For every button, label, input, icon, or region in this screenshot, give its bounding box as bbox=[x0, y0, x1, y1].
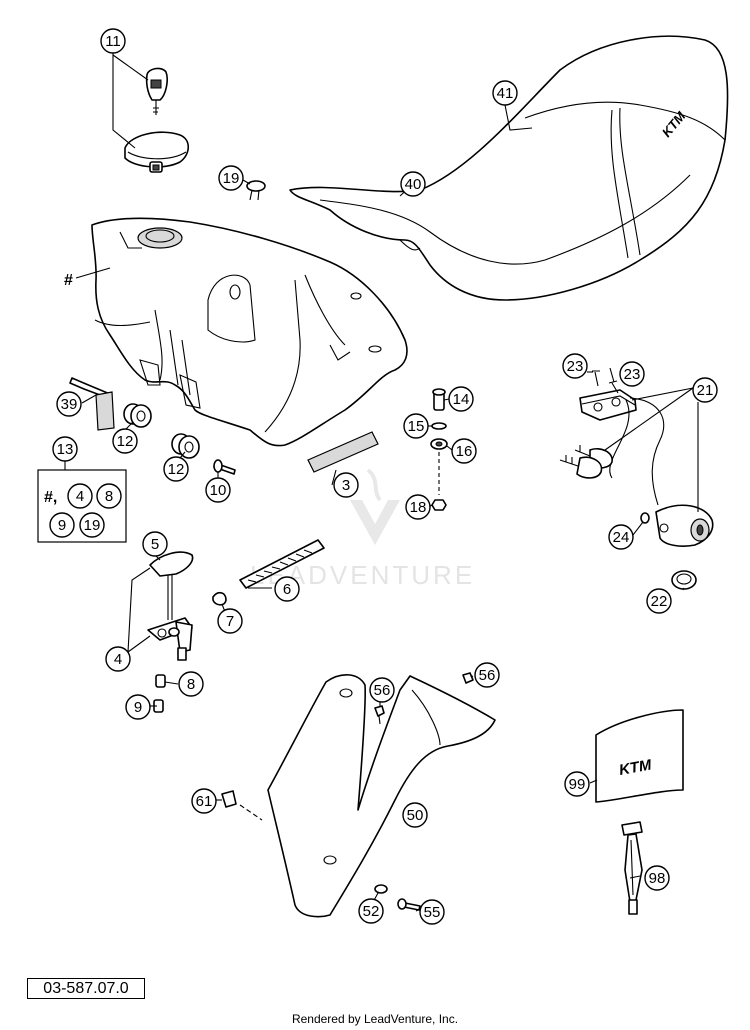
callout-6: 6 bbox=[274, 576, 300, 602]
callout-8: 8 bbox=[178, 671, 204, 697]
svg-text:52: 52 bbox=[363, 903, 380, 920]
callout-4: 4 bbox=[105, 646, 131, 672]
svg-text:18: 18 bbox=[410, 499, 427, 516]
svg-text:12: 12 bbox=[117, 433, 134, 450]
callout-99: 99 bbox=[564, 771, 590, 797]
svg-text:56: 56 bbox=[374, 682, 391, 699]
callout-14: 14 bbox=[448, 386, 474, 412]
watermark: LEADVENTURE bbox=[250, 468, 472, 590]
svg-text:4: 4 bbox=[76, 488, 84, 505]
svg-text:15: 15 bbox=[408, 418, 425, 435]
svg-text:16: 16 bbox=[456, 443, 473, 460]
svg-text:5: 5 bbox=[151, 536, 159, 553]
svg-text:9: 9 bbox=[58, 517, 66, 534]
svg-text:19: 19 bbox=[223, 170, 240, 187]
svg-text:4: 4 bbox=[114, 651, 122, 668]
callout-23-left: 23 bbox=[562, 353, 588, 379]
svg-text:61: 61 bbox=[196, 793, 213, 810]
svg-text:14: 14 bbox=[453, 391, 470, 408]
svg-text:21: 21 bbox=[697, 382, 714, 399]
svg-text:40: 40 bbox=[405, 176, 422, 193]
callout-19-top: 19 bbox=[218, 165, 244, 191]
svg-text:23: 23 bbox=[567, 358, 584, 375]
callout-11: 11 bbox=[100, 28, 126, 54]
svg-text:#,: #, bbox=[44, 489, 57, 506]
svg-text:3: 3 bbox=[342, 477, 350, 494]
render-credit: Rendered by LeadVenture, Inc. bbox=[291, 1012, 459, 1026]
svg-text:56: 56 bbox=[479, 667, 496, 684]
callout-13: 13 bbox=[52, 436, 78, 462]
callout-21: 21 bbox=[692, 377, 718, 403]
svg-text:9: 9 bbox=[134, 699, 142, 716]
decal-logo: KTM bbox=[618, 756, 653, 778]
svg-text:6: 6 bbox=[283, 581, 291, 598]
fuel-tank bbox=[91, 217, 408, 447]
ignition-lock bbox=[559, 370, 714, 590]
svg-text:10: 10 bbox=[210, 482, 227, 499]
svg-text:24: 24 bbox=[613, 529, 630, 546]
callout-41: 41 bbox=[492, 80, 518, 106]
side-cover bbox=[221, 672, 496, 918]
callout-50: 50 bbox=[402, 802, 428, 828]
callout-55: 55 bbox=[419, 899, 445, 925]
callout-12-lower: 12 bbox=[163, 456, 189, 482]
leader-lines bbox=[64, 50, 699, 912]
callout-15: 15 bbox=[403, 413, 429, 439]
callout-7: 7 bbox=[217, 608, 243, 634]
svg-text:23: 23 bbox=[624, 366, 641, 383]
svg-text:8: 8 bbox=[105, 488, 113, 505]
callout-9: 9 bbox=[125, 694, 151, 720]
clip-19 bbox=[246, 180, 266, 201]
seat: KTM bbox=[289, 35, 729, 301]
callout-39: 39 bbox=[56, 391, 82, 417]
svg-text:7: 7 bbox=[226, 613, 234, 630]
callout-56-right: 56 bbox=[474, 662, 500, 688]
svg-text:50: 50 bbox=[407, 807, 424, 824]
tank-mark: # bbox=[64, 272, 73, 289]
callout-56-left: 56 bbox=[369, 677, 395, 703]
svg-text:11: 11 bbox=[105, 33, 121, 50]
svg-text:12: 12 bbox=[168, 461, 185, 478]
svg-text:19: 19 bbox=[84, 517, 101, 534]
callout-40: 40 bbox=[400, 171, 426, 197]
svg-text:22: 22 bbox=[651, 593, 668, 610]
callout-12-upper: 12 bbox=[112, 428, 138, 454]
svg-text:98: 98 bbox=[649, 870, 666, 887]
fuel-cap bbox=[124, 67, 190, 173]
callout-98: 98 bbox=[644, 865, 670, 891]
callout-3: 3 bbox=[333, 472, 359, 498]
callout-24: 24 bbox=[608, 524, 634, 550]
callout-52: 52 bbox=[358, 898, 384, 924]
callout-16: 16 bbox=[451, 438, 477, 464]
svg-text:41: 41 bbox=[497, 85, 514, 102]
svg-text:13: 13 bbox=[57, 441, 74, 458]
callout-22: 22 bbox=[646, 588, 672, 614]
svg-text:99: 99 bbox=[569, 776, 586, 793]
drawing-number: 03-587.07.0 bbox=[27, 978, 145, 999]
callout-61: 61 bbox=[191, 788, 217, 814]
callout-23-right: 23 bbox=[619, 361, 645, 387]
svg-text:39: 39 bbox=[61, 396, 78, 413]
kit-box: #, 4 8 9 19 bbox=[37, 469, 127, 543]
svg-text:8: 8 bbox=[187, 676, 195, 693]
svg-text:55: 55 bbox=[424, 904, 441, 921]
callout-10: 10 bbox=[205, 477, 231, 503]
callout-18: 18 bbox=[405, 494, 431, 520]
callout-5: 5 bbox=[142, 531, 168, 557]
decal-and-tool: KTM bbox=[595, 709, 684, 915]
hardware-center bbox=[307, 388, 448, 511]
